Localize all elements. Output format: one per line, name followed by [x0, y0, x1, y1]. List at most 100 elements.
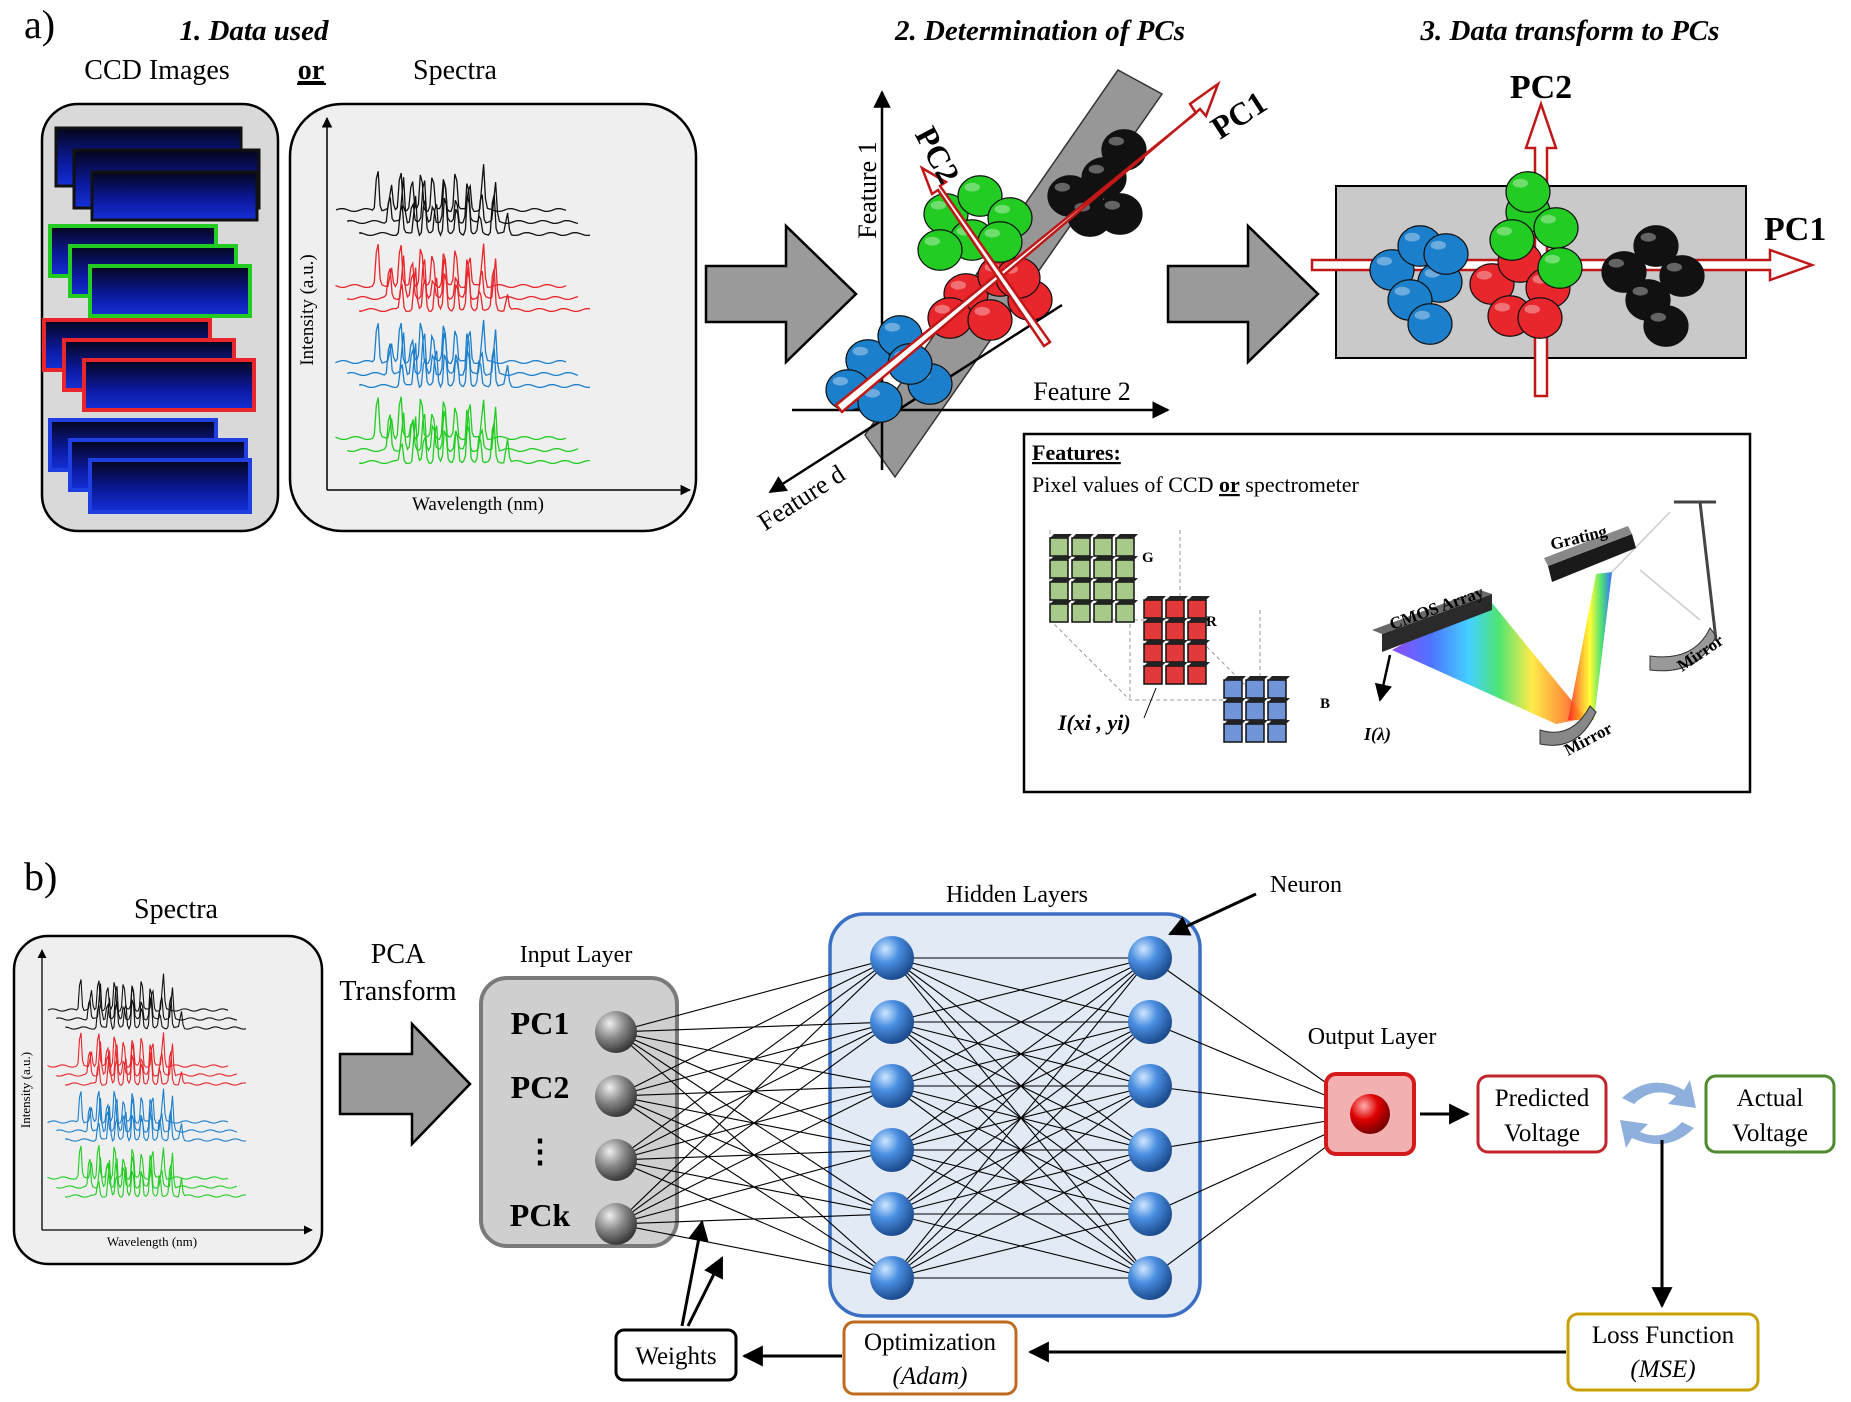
connection	[615, 957, 893, 1097]
green-pixel	[1115, 537, 1135, 557]
cluster-point-highlight	[1494, 302, 1511, 312]
hidden-neuron	[1128, 1000, 1172, 1044]
green-pixel-top	[1050, 600, 1072, 604]
green-pixel	[1049, 581, 1069, 601]
green-pixel-top	[1094, 556, 1116, 560]
mirror-1	[1539, 705, 1597, 746]
spectra-b-traces	[47, 973, 247, 1198]
red-pixel	[1187, 621, 1207, 641]
spectrum-trace	[56, 983, 238, 1021]
green-pixel-top	[1050, 556, 1072, 560]
cluster-point	[1517, 297, 1563, 339]
spectra-label-a: Spectra	[413, 55, 498, 86]
cluster-point	[1601, 251, 1647, 293]
red-pixel-top	[1166, 618, 1188, 622]
output-layer-label: Output Layer	[1308, 1024, 1437, 1050]
cluster-point-highlight	[1496, 226, 1513, 236]
red-pixel-top	[1188, 662, 1210, 666]
blue-pixel	[1245, 701, 1265, 721]
spectrum-trace	[359, 343, 591, 389]
cluster-point-highlight	[1054, 182, 1071, 192]
cluster-point	[1423, 233, 1469, 275]
input-neuron	[595, 1139, 637, 1181]
actual-voltage-line2: Voltage	[1732, 1120, 1808, 1147]
cluster-point-highlight	[934, 304, 950, 314]
pc2-label-3d: PC2	[908, 120, 967, 189]
green-pixel-top	[1094, 600, 1116, 604]
compare-cycle-icon	[1620, 1080, 1696, 1148]
network-connections	[615, 957, 1371, 1279]
actual-voltage-box	[1704, 1074, 1836, 1154]
pc-space-plot: PC2 PC1	[1310, 69, 1826, 398]
green-pixel-top	[1072, 578, 1094, 582]
spectrum-trace	[47, 1145, 229, 1181]
cluster-point-highlight	[832, 376, 848, 386]
spectrum-trace	[359, 416, 590, 465]
green-pixel	[1093, 559, 1113, 579]
cluster-point-highlight	[1104, 200, 1121, 210]
features-title: Features:	[1032, 440, 1121, 465]
blue-pixel-top	[1224, 676, 1246, 680]
green-pixel-top	[1050, 534, 1072, 538]
ccd-stack-black	[54, 126, 261, 222]
spectrum-trace	[347, 177, 579, 225]
connection	[891, 1213, 1151, 1279]
green-pixel-top	[1094, 534, 1116, 538]
spectra-b-x-label: Wavelength (nm)	[107, 1234, 197, 1249]
cmos-array	[1382, 594, 1492, 652]
cluster-point	[1407, 303, 1453, 345]
spectrometer-illustration: CMOS Array Grating Mirror Mirror I(λ)	[1363, 500, 1727, 760]
b-channel-label: B	[1320, 696, 1330, 712]
g-channel-label: G	[1142, 550, 1154, 566]
spectrum-trace	[359, 267, 591, 313]
red-pixel	[1165, 643, 1185, 663]
spectrum-trace	[347, 255, 579, 301]
cluster-point	[1097, 193, 1143, 235]
red-pixel-top	[1188, 640, 1210, 644]
cluster-point-highlight	[924, 236, 940, 246]
pixel-formula: I(xi , yi)	[1057, 710, 1131, 735]
red-pixel-top	[1166, 662, 1188, 666]
connection	[891, 957, 1151, 1087]
spectrum-trace	[347, 329, 579, 377]
red-pixel-top	[1144, 662, 1166, 666]
connection	[891, 1021, 1151, 1279]
spectrum-trace	[335, 396, 567, 441]
predicted-voltage-box	[1476, 1074, 1608, 1154]
red-pixel	[1143, 599, 1163, 619]
cluster-point-highlight	[994, 204, 1010, 214]
neuron-label: Neuron	[1270, 872, 1342, 898]
spectrum-trace	[335, 164, 567, 213]
blue-pixel-top	[1224, 720, 1246, 724]
connection	[891, 957, 1151, 1215]
feature1-label: Feature 1	[853, 141, 882, 238]
spectra-a-x-label: Wavelength (nm)	[412, 494, 544, 515]
red-pixel	[1165, 621, 1185, 641]
network-nodes	[595, 936, 1172, 1300]
spectrum-trace	[47, 973, 229, 1012]
hidden-neuron	[1128, 1128, 1172, 1172]
green-pixel	[1093, 581, 1113, 601]
pc1-arrow-3d	[834, 80, 1221, 414]
blue-pixel	[1223, 679, 1243, 699]
spectra-box-a	[288, 102, 698, 533]
cluster-point-highlight	[974, 306, 990, 316]
cluster-point-highlight	[984, 228, 1000, 238]
features-text-pre: Pixel values of CCD	[1032, 472, 1219, 497]
pca-arrow	[338, 1020, 472, 1148]
input-pc2-label: PC2	[511, 1069, 570, 1105]
spectra-box-b	[12, 934, 324, 1266]
green-pixel-top	[1094, 578, 1116, 582]
cluster-point-highlight	[1666, 262, 1683, 272]
step2-title: 2. Determination of PCs	[894, 15, 1185, 47]
cluster-point-highlight	[852, 346, 868, 356]
clusters-step3	[1369, 171, 1705, 347]
connection	[891, 957, 1151, 1023]
connection	[891, 957, 1151, 1151]
green-pixel-top	[1116, 556, 1138, 560]
blue-pixel	[1223, 701, 1243, 721]
spectrum-trace	[65, 1050, 247, 1086]
green-pixel	[1049, 537, 1069, 557]
pc2-arrow-3d	[919, 165, 1052, 348]
cluster-point	[1633, 225, 1679, 267]
